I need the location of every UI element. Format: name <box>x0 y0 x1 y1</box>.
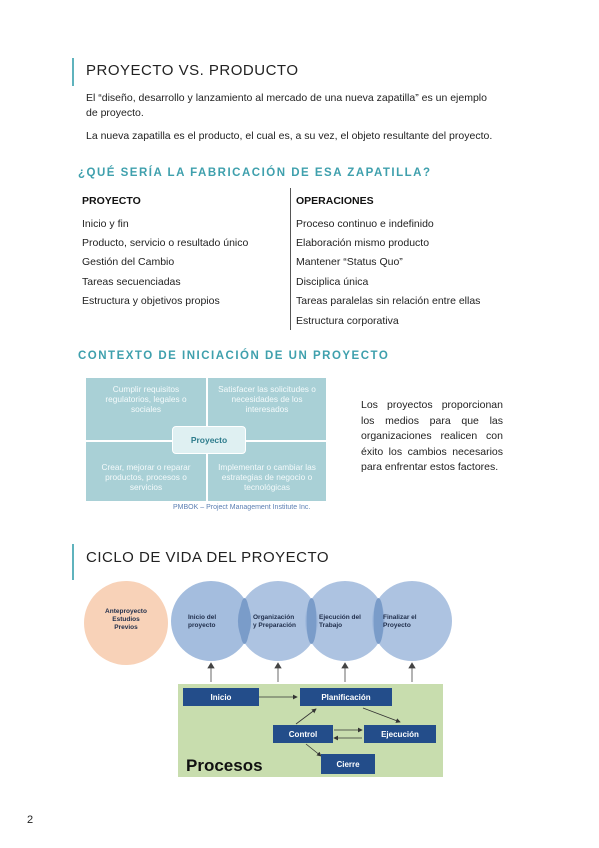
arrow-head <box>274 662 282 669</box>
section-title-ciclo-de-vida: CICLO DE VIDA DEL PROYECTO <box>86 549 330 566</box>
quadrant-text: Satisfacer las solicitudes o necesidades… <box>218 384 316 414</box>
label-line: proyecto <box>188 622 216 629</box>
quadrant-text: Crear, mejorar o reparar productos, proc… <box>101 462 191 492</box>
label-line: y Preparación <box>253 622 296 629</box>
circle-label-anteproyecto: Anteproyecto Estudios Previos <box>104 608 148 632</box>
label-line: Anteproyecto <box>105 608 147 615</box>
procesos-label: Procesos <box>186 756 263 775</box>
list-item: Proceso continuo e indefinido <box>296 218 434 230</box>
section-title-proyecto-vs-producto: PROYECTO VS. PRODUCTO <box>86 62 299 79</box>
arrow-head <box>408 662 416 669</box>
section-title-contexto: CONTEXTO DE INICIACIÓN DE UN PROYECTO <box>78 350 390 362</box>
circle-organizacion <box>238 581 318 661</box>
quadrant-text: Cumplir requisitos regulatorios, legales… <box>105 384 187 414</box>
overlap <box>306 598 317 644</box>
paragraph-line: El “diseño, desarrollo y lanzamiento al … <box>86 92 487 104</box>
arrow-head <box>207 662 215 669</box>
proyecto-center-box: Proyecto <box>172 426 246 454</box>
label-line: Trabajo <box>319 622 343 629</box>
process-arrows <box>259 694 401 757</box>
circle-anteproyecto <box>84 581 168 665</box>
process-ejecucion: Ejecución <box>364 725 436 743</box>
context-paragraph: Los proyectos proporcionan los medios pa… <box>361 399 503 473</box>
list-item: Elaboración mismo producto <box>296 237 430 249</box>
section-title-fabricacion: ¿QUÉ SERÍA LA FABRICACIÓN DE ESA ZAPATIL… <box>78 167 432 179</box>
label-line: Previos <box>114 624 138 631</box>
overlap <box>373 598 384 644</box>
circle-label-ejecucion: Ejecución del Trabajo <box>319 614 361 630</box>
paragraph: La nueva zapatilla es el producto, el cu… <box>86 130 493 142</box>
process-planificacion: Planificación <box>300 688 392 706</box>
list-item: Tareas secuenciadas <box>82 276 181 288</box>
process-inicio: Inicio <box>183 688 259 706</box>
lifecycle-diagram <box>84 581 452 682</box>
list-item: Mantener “Status Quo” <box>296 256 403 268</box>
list-item: Estructura y objetivos propios <box>82 295 220 307</box>
arrow-control-planificacion <box>295 708 317 725</box>
source-caption: PMBOK – Project Management Institute Inc… <box>173 504 311 511</box>
label-line: Proyecto <box>383 622 411 629</box>
process-cierre: Cierre <box>321 754 375 774</box>
column-heading-proyecto: PROYECTO <box>82 195 141 207</box>
label-line: Inicio del <box>188 614 217 621</box>
paragraph-line: de proyecto. <box>86 107 144 119</box>
label-line: Estudios <box>112 616 140 623</box>
list-item: Inicio y fin <box>82 218 129 230</box>
quadrant-top-left: Cumplir requisitos regulatorios, legales… <box>86 378 206 440</box>
column-heading-operaciones: OPERACIONES <box>296 195 374 207</box>
column-divider <box>290 188 291 330</box>
list-item: Gestión del Cambio <box>82 256 175 268</box>
quadrant-text: Implementar o cambiar las estrategias de… <box>218 462 316 492</box>
label-line: Finalizar el <box>383 614 417 621</box>
list-item: Disciplica única <box>296 276 369 288</box>
overlap <box>239 598 250 644</box>
circle-ejecucion <box>305 581 385 661</box>
arrow-control-cierre <box>305 743 322 757</box>
label-line: Ejecución del <box>319 614 361 621</box>
accent-bar <box>72 58 74 86</box>
accent-bar <box>72 544 74 580</box>
circle-finalizar <box>372 581 452 661</box>
process-control: Control <box>273 725 333 743</box>
label-line: Organización <box>253 614 295 621</box>
page-number: 2 <box>27 814 34 826</box>
circle-label-organizacion: Organización y Preparación <box>253 614 296 630</box>
list-item: Producto, servicio o resultado único <box>82 237 249 249</box>
circle-label-inicio: Inicio del proyecto <box>188 614 216 630</box>
list-item: Estructura corporativa <box>296 315 399 327</box>
list-item: Tareas paralelas sin relación entre ella… <box>296 295 481 307</box>
circle-inicio <box>171 581 251 661</box>
arrow-head <box>341 662 349 669</box>
arrow-planificacion-ejecucion <box>362 707 401 723</box>
circle-label-finalizar: Finalizar el Proyecto <box>383 614 417 630</box>
